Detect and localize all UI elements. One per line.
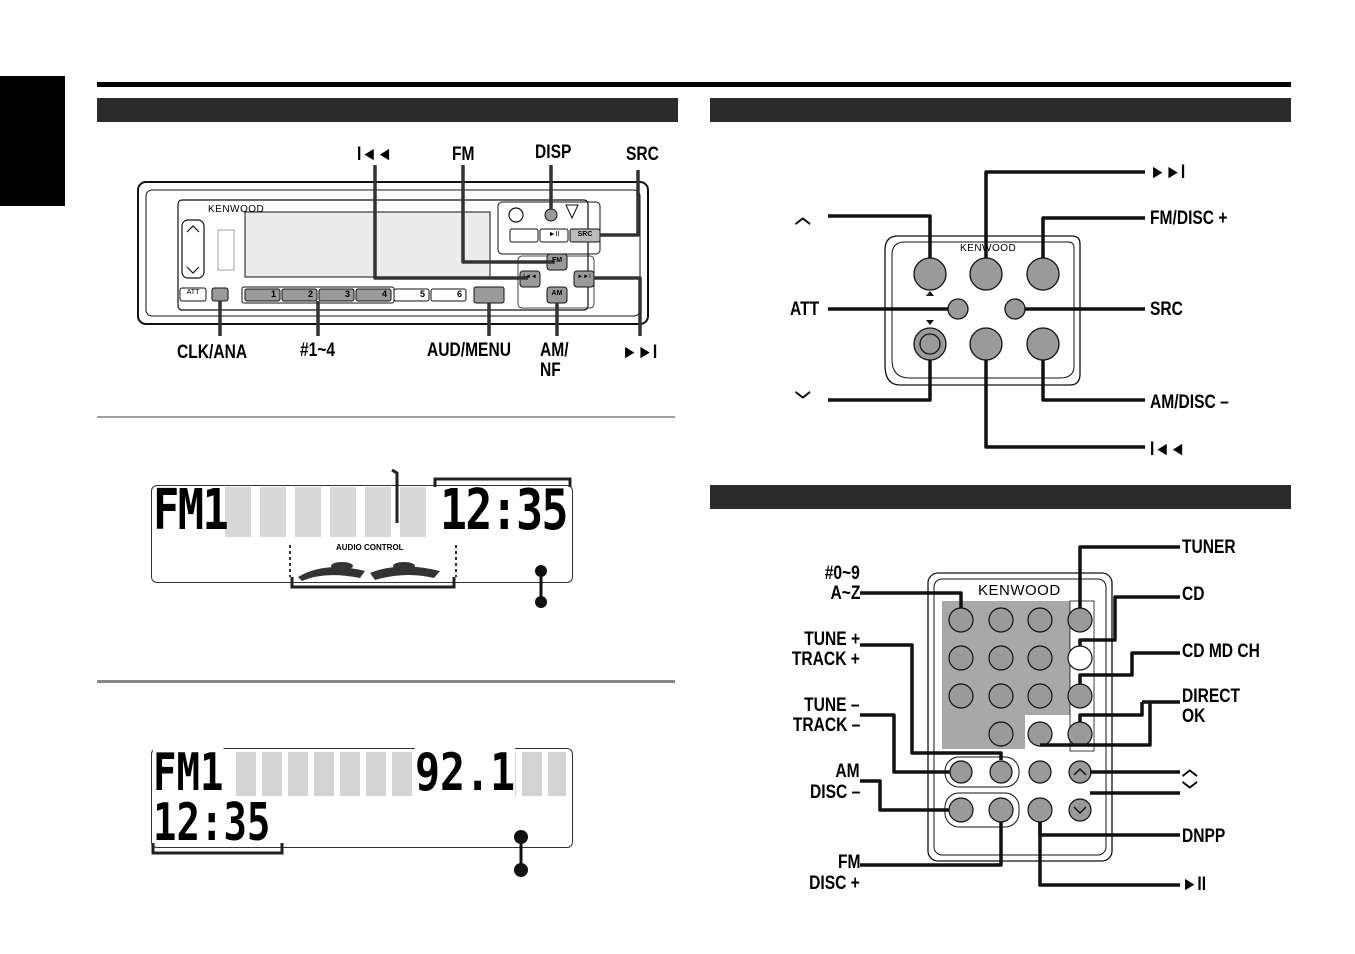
- top-rule: [97, 82, 1291, 87]
- remote-2-label-tune-plus: TUNE +: [804, 629, 860, 650]
- label-disp: DISP: [535, 142, 572, 163]
- remote-2-label-fm: FM: [837, 852, 860, 873]
- remote-2-label-track-minus: TRACK –: [792, 715, 860, 736]
- src-button[interactable]: SRC: [577, 231, 593, 238]
- remote-1-label-fm-disc: FM/DISC +: [1150, 208, 1228, 229]
- remote-2-label-tuner: TUNER: [1182, 537, 1236, 558]
- remote-2-label-cd: CD: [1182, 584, 1205, 605]
- label-clk-ana: CLK/ANA: [177, 342, 248, 363]
- remote-2-label-am-disc: DISC –: [809, 782, 860, 803]
- side-tab: [0, 76, 65, 206]
- display-2-frequency: 92.1: [415, 743, 516, 803]
- display-1-source: FM1: [153, 478, 229, 543]
- display-1-callouts: [289, 468, 572, 608]
- display-1-clock: 12:35: [440, 478, 568, 543]
- label-nf: NF: [540, 360, 561, 381]
- remote-1-drawing: [828, 170, 1145, 449]
- remote-1-brand: KENWOOD: [960, 243, 1017, 254]
- remote-1-label-prev: I◄◄: [1150, 439, 1186, 460]
- preset-5-button[interactable]: 5: [419, 289, 425, 299]
- label-presets: #1~4: [300, 340, 336, 361]
- display-1-caption: AUDIO CONTROL: [336, 543, 404, 552]
- att-button[interactable]: ATT: [186, 289, 200, 296]
- label-src: SRC: [626, 144, 659, 165]
- remote-2-brand: KENWOOD: [978, 582, 1061, 599]
- section-bar-left: [97, 98, 678, 122]
- remote-2-label-track-plus: TRACK +: [792, 649, 860, 670]
- label-next: ►►I: [622, 342, 658, 363]
- remote-1-label-down: ﹀: [795, 391, 811, 412]
- divider-2: [97, 680, 675, 683]
- remote-2-label-am: AM: [835, 761, 860, 782]
- prev-button[interactable]: I◄◄: [523, 274, 537, 280]
- display-2-frame: [151, 748, 573, 848]
- remote-1-label-src: SRC: [1150, 299, 1183, 320]
- preset-4-button[interactable]: 4: [381, 289, 387, 299]
- remote-2-label-fm-disc: DISC +: [809, 873, 860, 894]
- remote-1-label-next: ►►I: [1150, 162, 1186, 183]
- label-am: AM/: [540, 340, 569, 361]
- display-2-callouts: [151, 830, 528, 877]
- am-button[interactable]: AM: [551, 290, 563, 297]
- preset-1-button[interactable]: 1: [270, 289, 276, 299]
- preset-2-button[interactable]: 2: [307, 289, 313, 299]
- display-2-ghost-row: [236, 752, 566, 796]
- label-fm: FM: [452, 144, 475, 165]
- remote-2-label-up: ︿: [1182, 759, 1198, 780]
- divider-1: [97, 416, 675, 418]
- preset-3-button[interactable]: 3: [344, 289, 350, 299]
- faceplate-drawing: [137, 165, 649, 336]
- remote-2-label-dnpp: DNPP: [1182, 826, 1226, 847]
- label-prev: I◄◄: [357, 144, 393, 165]
- remote-2-label-num: #0~9: [824, 563, 860, 584]
- preset-6-button[interactable]: 6: [456, 289, 462, 299]
- section-bar-right-top: [710, 98, 1291, 122]
- play-pause-button[interactable]: ►II: [548, 231, 560, 238]
- faceplate-brand: KENWOOD: [208, 204, 265, 215]
- remote-1-label-att: ATT: [790, 299, 820, 320]
- display-1-ghost-segments: [225, 487, 435, 537]
- remote-2-label-ok: OK: [1182, 706, 1206, 727]
- display-1-frame: [151, 485, 573, 583]
- remote-2-drawing: [860, 545, 1180, 887]
- remote-2-label-down: ﹀: [1182, 781, 1198, 802]
- section-bar-right-bottom: [710, 485, 1291, 509]
- remote-2-label-tune-minus: TUNE –: [804, 695, 860, 716]
- display-2-clock: 12:35: [153, 793, 271, 853]
- label-aud-menu: AUD/MENU: [427, 340, 511, 361]
- next-button[interactable]: ►►I: [577, 274, 591, 280]
- remote-2-label-play: ►II: [1182, 874, 1207, 895]
- remote-2-label-cd-md: CD MD CH: [1182, 641, 1260, 662]
- remote-1-label-am-disc: AM/DISC –: [1150, 392, 1229, 413]
- remote-2-label-az: A~Z: [830, 583, 860, 604]
- fm-button[interactable]: FM: [551, 257, 563, 264]
- remote-1-label-up: ︿: [795, 207, 811, 228]
- display-2-source: FM1: [153, 743, 224, 803]
- remote-2-label-direct: DIRECT: [1182, 686, 1241, 707]
